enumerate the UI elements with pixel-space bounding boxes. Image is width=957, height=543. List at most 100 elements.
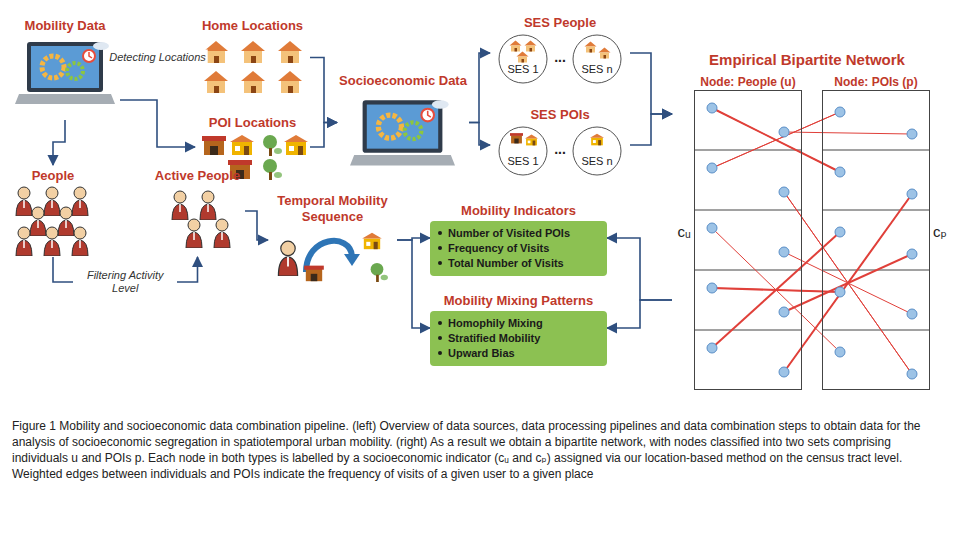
node-heading: People	[32, 165, 75, 184]
bullet-text: Homophily Mixing	[448, 317, 543, 329]
visit-link	[712, 112, 840, 168]
network-dot	[779, 367, 789, 377]
bullet-dot	[438, 246, 442, 250]
visit-link	[712, 228, 840, 352]
visit-link	[712, 288, 840, 292]
column-heading: Node: People (u)	[700, 75, 795, 90]
network-dot	[779, 127, 789, 137]
network-panel: Node: People (u) Node: POIs (p) Empirical …	[672, 48, 942, 398]
network-dot	[835, 227, 845, 237]
visit-link	[784, 192, 912, 374]
circle-outline	[498, 126, 548, 176]
flow-arrow	[607, 300, 672, 328]
mobility-laptop	[15, 42, 115, 104]
group-divider	[694, 270, 802, 271]
ses-circle: SES 1	[498, 126, 548, 176]
bullet-row: Homophily Mixing	[436, 316, 601, 331]
figure-caption: Figure 1 Mobility and socioeconomic data…	[12, 418, 945, 482]
flow-arrow	[310, 123, 337, 148]
indicator-panel: Homophily MixingStratified MobilityUpwar…	[430, 311, 607, 366]
network-dot	[707, 103, 717, 113]
bullet-text: Upward Bias	[448, 347, 515, 359]
group-divider	[694, 210, 802, 211]
group-divider	[822, 330, 930, 331]
flow-arrow	[630, 53, 672, 114]
network-dot	[907, 249, 917, 259]
flow-arrow	[469, 123, 490, 146]
group-divider	[694, 330, 802, 331]
node-heading: SES People	[524, 12, 596, 31]
column-frame	[694, 90, 802, 390]
flow-arrow	[310, 58, 337, 123]
column-heading: Node: POIs (p)	[834, 75, 917, 90]
location-icon: Home Locations	[195, 15, 310, 100]
ellipsis-mark: ...	[554, 49, 566, 65]
network-dot	[835, 107, 845, 117]
ses-circle: SES 1	[498, 34, 548, 84]
network-dot	[707, 343, 717, 353]
indicator-box: Mobility IndicatorsNumber of Visited POI…	[430, 200, 607, 276]
network-dot	[779, 307, 789, 317]
bullet-row: Upward Bias	[436, 346, 601, 361]
bullet-text: Total Number of Visits	[448, 257, 564, 269]
ellipsis-mark: ...	[554, 141, 566, 157]
flow-arrow	[607, 238, 672, 300]
network-dot	[907, 309, 917, 319]
visit-link	[712, 108, 840, 172]
node-column: Node: People (u)	[694, 72, 802, 390]
network-dot	[779, 187, 789, 197]
flow-arrow	[53, 120, 65, 165]
ses-label: SES 1	[507, 155, 538, 168]
bullet-row: Frequency of Visits	[436, 241, 601, 256]
bullet-text: Stratified Mobility	[448, 332, 540, 344]
node-heading: Active People	[155, 165, 240, 184]
flow-arrow	[630, 114, 672, 145]
ses-label: SES n	[581, 63, 612, 76]
network-dot	[707, 283, 717, 293]
indicator-panel: Number of Visited POIsFrequency of Visit…	[430, 221, 607, 276]
bullet-dot	[438, 321, 442, 325]
flow-arrow	[245, 211, 268, 240]
node-heading: POI Locations	[209, 112, 296, 131]
bullet-text: Frequency of Visits	[448, 242, 549, 254]
node-column: Node: POIs (p)	[822, 72, 930, 390]
indicator-box: Mobility Mixing PatternsHomophily Mixing…	[430, 290, 607, 366]
network-dot	[835, 347, 845, 357]
ses-icons	[510, 41, 611, 146]
crowd-icon: Active People	[150, 165, 245, 257]
ses-indicator: cₚ	[933, 224, 947, 240]
visit-link	[784, 132, 912, 134]
ses-label: SES n	[581, 155, 612, 168]
bipartite-illustration	[694, 103, 930, 379]
edge-label: Filtering Activity Level	[73, 268, 177, 296]
node-heading: Temporal Mobility Sequence	[268, 190, 397, 225]
group-divider	[822, 210, 930, 211]
house-icons	[204, 41, 302, 93]
flow-arrow	[120, 100, 195, 147]
visit-link	[784, 194, 912, 372]
bullet-row: Total Number of Visits	[436, 256, 601, 271]
circle-outline	[572, 126, 622, 176]
network-dot	[779, 247, 789, 257]
visit-link	[712, 108, 840, 172]
visit-link	[784, 192, 912, 374]
temporal-sequence-icon	[278, 233, 388, 282]
node-heading: Empirical Bipartite Network	[709, 48, 905, 69]
group-divider	[822, 150, 930, 151]
network-dot	[907, 369, 917, 379]
bullet-row: Number of Visited POIs	[436, 226, 601, 241]
section-heading: Mobility Mixing Patterns	[444, 290, 594, 309]
visit-link	[712, 112, 840, 168]
bullet-text: Number of Visited POIs	[448, 227, 570, 239]
visit-link	[784, 194, 912, 372]
visit-link	[712, 288, 840, 292]
source-icon: Socioeconomic Data	[337, 70, 469, 175]
section-heading: Mobility Indicators	[461, 200, 576, 219]
ses-indicator: cᵤ	[677, 224, 690, 240]
people-crowd	[16, 187, 88, 256]
bullet-row: Stratified Mobility	[436, 331, 601, 346]
node-heading: Home Locations	[202, 15, 303, 34]
edge-label: Detecting Locations	[107, 50, 208, 65]
